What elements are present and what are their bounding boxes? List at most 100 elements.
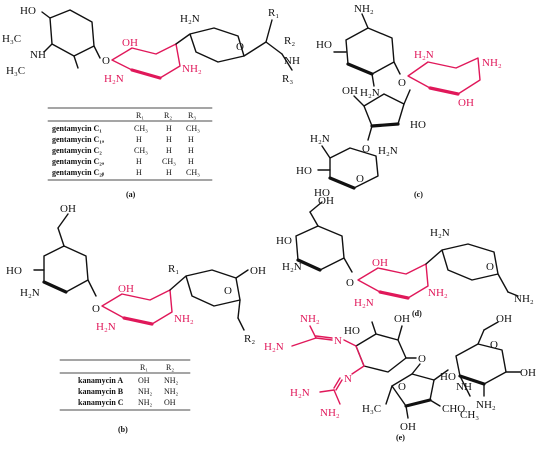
atom-ho-r: HO <box>410 119 426 131</box>
panel-a: HO H₃C NH H₃C O OH H₂N NH₂ H₂N O R₁ R₂ N… <box>2 5 300 199</box>
atom-o-ring: O <box>490 339 498 351</box>
atom-oh-r: OH <box>496 313 512 325</box>
table-a-cell: H <box>136 168 142 177</box>
panel-d: OH HO H₂N O OH H₂N NH₂ H₂N O NH₂ (d) <box>276 195 534 318</box>
table-a-row-name: gentamycin C₂ₐ <box>52 157 105 166</box>
table-b-cell: OH <box>164 398 176 407</box>
atom-oh-rr: OH <box>520 367 536 379</box>
atom-oh-r: OH <box>250 265 266 277</box>
atom-cho: CHO <box>442 403 465 415</box>
atom-o-1: O <box>398 77 406 89</box>
panel-c: NH₂ HO H₂N O H₂N NH₂ OH OH HO O H₂N H₂N … <box>296 3 502 199</box>
atom-o-link: O <box>346 277 354 289</box>
atom-nh2-top: NH₂ <box>300 313 320 325</box>
panel-e-streptose-ring <box>385 363 449 419</box>
atom-h2n-low2: H₂N <box>378 145 398 157</box>
table-a-cell: H <box>188 157 194 166</box>
atom-oh-mid: OH <box>372 257 388 269</box>
panel-a-deoxystreptamine-ring <box>111 43 181 80</box>
table-a-cell: H <box>166 135 172 144</box>
atom-o-r: O <box>362 143 370 155</box>
atom-ho: HO <box>276 235 292 247</box>
panel-a-table: R₁ R₂ R₃ gentamycin C₁ CH₃ H CH₃ gentamy… <box>47 107 213 181</box>
atom-oh-r: OH <box>342 85 358 97</box>
caption-b: (b) <box>118 425 128 434</box>
table-a-row-name: gentamycin C₁ <box>52 124 102 133</box>
atom-r1: R₁ <box>268 7 279 19</box>
table-b-cell: NH₂ <box>164 387 179 396</box>
atom-h3c: H₃C <box>362 403 381 415</box>
table-b-header-r1: R₁ <box>140 363 148 372</box>
atom-ho-low2: HO <box>314 187 330 199</box>
panel-b-ring-right <box>169 269 249 331</box>
atom-oh-1: OH <box>394 313 410 325</box>
table-a-cell: H <box>188 146 194 155</box>
atom-nh2-mid: NH₂ <box>182 63 202 75</box>
atom-h2n-low: H₂N <box>310 133 330 145</box>
atom-r2: R₂ <box>284 35 295 47</box>
atom-o-ring: O <box>236 41 244 53</box>
caption-c: (c) <box>414 190 423 199</box>
atom-h2n-1: H₂N <box>264 341 284 353</box>
atom-n-1: N <box>334 335 342 347</box>
table-a-header-r3: R₃ <box>188 111 196 120</box>
atom-nh2-r: NH₂ <box>476 399 496 411</box>
table-b-header-r2: R₂ <box>166 363 174 372</box>
caption-a: (a) <box>126 190 136 199</box>
table-a-cell: H <box>166 146 172 155</box>
table-a-cell: H <box>136 135 142 144</box>
caption-e: (e) <box>396 433 405 442</box>
atom-ho-low: HO <box>296 165 312 177</box>
atom-ch3-r: CH₃ <box>460 409 479 421</box>
atom-r2: R₂ <box>244 333 255 345</box>
table-a-cell: CH₃ <box>186 168 200 177</box>
atom-nh2-r: NH₂ <box>514 293 534 305</box>
table-a-cell: CH₃ <box>186 124 200 133</box>
atom-h3c: H₃C <box>2 33 21 45</box>
panel-e-guanidine-bottom <box>319 365 365 405</box>
atom-h3c-n: H₃C <box>6 65 25 77</box>
atom-o-ring: O <box>486 261 494 273</box>
table-a-cell: CH₃ <box>162 157 176 166</box>
atom-ho-1: HO <box>316 39 332 51</box>
atom-h2n-mid: H₂N <box>104 73 124 85</box>
table-a-row-name: gentamycin C₁ₐ <box>52 135 105 144</box>
atom-nh2-top: NH₂ <box>354 3 374 15</box>
atom-o-2: O <box>398 381 406 393</box>
atom-ho-r: HO <box>440 371 456 383</box>
panel-b: OH HO H₂N O OH H₂N NH₂ R₁ O OH R₂ R₁ R₂ … <box>6 203 266 434</box>
atom-h2n-mid: H₂N <box>96 321 116 333</box>
table-a-header-r2: R₂ <box>164 111 172 120</box>
panel-b-table: R₁ R₂ kanamycin A OH NH₂ kanamycin B NH₂… <box>59 359 191 411</box>
panel-c-deoxystreptamine-ring <box>407 57 481 96</box>
atom-h2n-p: H₂N <box>414 49 434 61</box>
panel-a-ring-right <box>175 19 293 71</box>
panel-b-deoxystreptamine-ring <box>101 289 173 326</box>
atom-nh2-mid: NH₂ <box>428 287 448 299</box>
atom-oh-mid: OH <box>118 283 134 295</box>
table-b-cell: NH₂ <box>138 398 153 407</box>
atom-oh-p: OH <box>458 97 474 109</box>
atom-ho-1: HO <box>344 325 360 337</box>
panel-d-ring-left <box>295 201 353 273</box>
atom-nh: NH <box>30 49 46 61</box>
table-b-cell: OH <box>138 376 150 385</box>
atom-o-link: O <box>92 303 100 315</box>
panel-c-ribose-ring <box>353 89 411 141</box>
panel-e: NH₂ H₂N N HO OH N H₂N NH₂ O <box>264 313 536 442</box>
caption-d: (d) <box>412 309 422 318</box>
atom-o-low: O <box>356 173 364 185</box>
atom-r1: R₁ <box>168 263 179 275</box>
panel-d-deoxystreptamine-ring <box>357 263 429 300</box>
table-b-row-name: kanamycin B <box>78 387 124 396</box>
atom-h2n: H₂N <box>282 261 302 273</box>
atom-nh2-2: NH₂ <box>320 407 340 419</box>
table-b-cell: NH₂ <box>138 387 153 396</box>
table-a-header-r1: R₁ <box>136 111 144 120</box>
atom-oh-low: OH <box>400 421 416 433</box>
atom-r3: R₃ <box>282 73 293 85</box>
atom-h2n-1: H₂N <box>360 87 380 99</box>
panel-e-streptidine-ring <box>355 321 417 373</box>
